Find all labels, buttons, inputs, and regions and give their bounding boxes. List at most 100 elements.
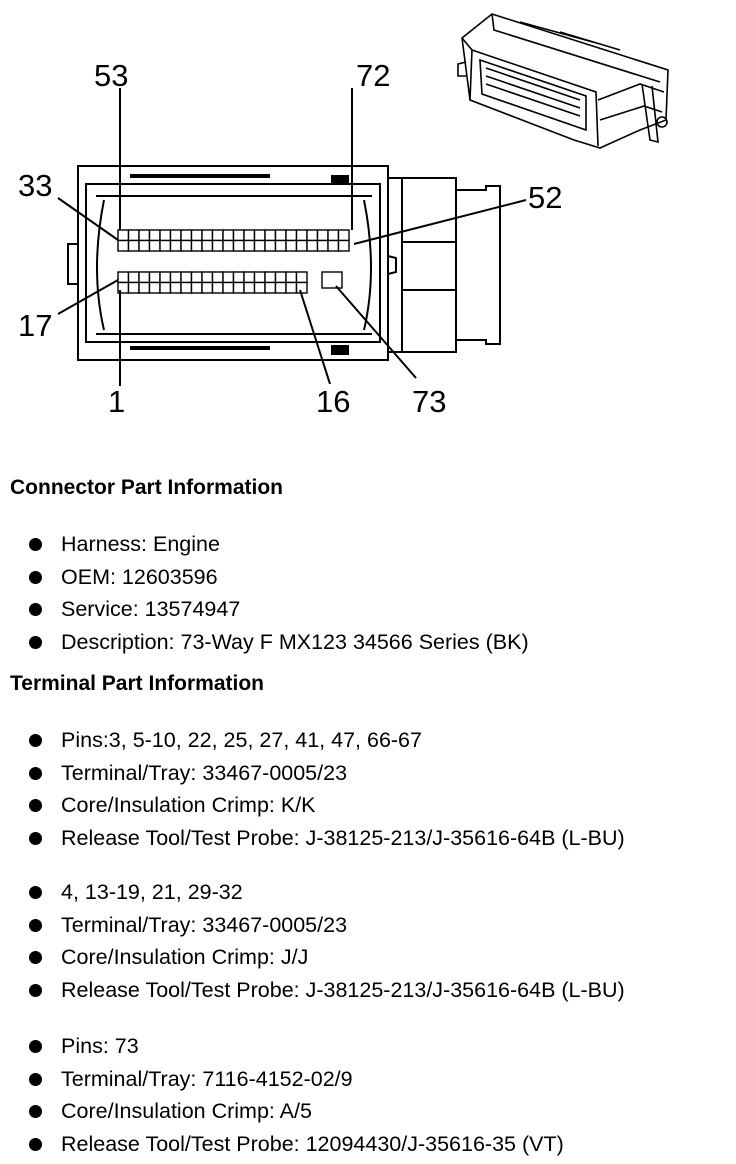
pin-label-73: 73: [412, 384, 446, 419]
bullet-icon: [29, 951, 42, 965]
bullet-icon: [29, 984, 42, 998]
list-item: Pins:3, 5-10, 22, 25, 27, 41, 47, 66-67: [0, 724, 625, 757]
pin-label-17: 17: [18, 308, 52, 343]
pin-cavity: [117, 229, 130, 242]
pin-cavity: [316, 229, 329, 242]
list-item: Harness: Engine: [0, 528, 529, 561]
pin-cavity: [285, 271, 298, 284]
pin-cavity: [243, 281, 256, 294]
bullet-icon: [29, 636, 42, 650]
pin-cavity: [201, 281, 214, 294]
pin-cavity: [285, 281, 298, 294]
list-item: Release Tool/Test Probe: J-38125-213/J-3…: [0, 974, 625, 1007]
pin-cavity: [316, 239, 329, 252]
pin-label-53: 53: [94, 58, 128, 93]
pin-cavity: [190, 229, 203, 242]
list-item: 4, 13-19, 21, 29-32: [0, 876, 625, 909]
list-item: Description: 73-Way F MX123 34566 Series…: [0, 626, 529, 659]
pin-cavity: [232, 229, 245, 242]
pin-cavity: [285, 239, 298, 252]
pin-cavity: [327, 239, 340, 252]
connector-3d-illustration: [457, 13, 669, 149]
pin-label-72: 72: [356, 58, 390, 93]
pin-cavity: [169, 239, 182, 252]
pin-cavity: [253, 271, 266, 284]
pin-cavity: [201, 239, 214, 252]
pin-cavity: [180, 271, 193, 284]
pin-cavity: [159, 239, 172, 252]
pin-cavity: [253, 229, 266, 242]
bullet-icon: [29, 734, 42, 747]
pin-cavity: [264, 271, 277, 284]
pin-cavity: [232, 239, 245, 252]
leader-lines: [57, 88, 527, 386]
pin-cavity: [274, 271, 287, 284]
list-item: Core/Insulation Crimp: K/K: [0, 789, 625, 822]
pin-cavity: [243, 229, 256, 242]
pin-cavity: [159, 281, 172, 294]
list-item: Pins: 73: [0, 1030, 564, 1063]
pin-cavity: [127, 229, 140, 242]
pin-cavity: [190, 281, 203, 294]
pin-cavity: [295, 229, 308, 242]
pin-cavity: [138, 229, 151, 242]
connector-info-list: Harness: Engine OEM: 12603596 Service: 1…: [0, 528, 529, 659]
pin-cavity: [211, 281, 224, 294]
pin-cavity: [274, 229, 287, 242]
pin-cavity: [222, 271, 235, 284]
pin-cavity: [222, 281, 235, 294]
bullet-icon: [29, 799, 42, 813]
pin-cavity: [253, 239, 266, 252]
connector-diagram: 53 72 33 52 17 1 16 73: [18, 13, 669, 419]
bullet-icon: [29, 570, 42, 584]
pin-cavity: [148, 281, 161, 294]
pin-cavity: [159, 271, 172, 284]
pin-cavity: [117, 239, 130, 252]
bullet-icon: [29, 538, 42, 551]
pin-cavity: [159, 229, 172, 242]
terminal-info-title: Terminal Part Information: [10, 672, 264, 695]
pin-cavity-grid: [117, 229, 350, 294]
pin-cavity: [274, 239, 287, 252]
pin-cavity: [138, 271, 151, 284]
pin-cavity: [295, 239, 308, 252]
pin-cavity: [148, 229, 161, 242]
pin-cavity: [337, 229, 350, 242]
terminal-group-2: 4, 13-19, 21, 29-32 Terminal/Tray: 33467…: [0, 876, 625, 1007]
pin-cavity: [169, 271, 182, 284]
list-item: Terminal/Tray: 33467-0005/23: [0, 757, 625, 790]
pin-cavity: [285, 229, 298, 242]
bullet-icon: [29, 766, 42, 780]
pin-cavity: [148, 271, 161, 284]
pin-cavity: [180, 239, 193, 252]
list-item: Core/Insulation Crimp: J/J: [0, 941, 625, 974]
pin-cavity: [201, 271, 214, 284]
list-item: Service: 13574947: [0, 593, 529, 626]
bullet-icon: [29, 1040, 42, 1053]
pin-cavity: [180, 229, 193, 242]
pin-cavity: [169, 281, 182, 294]
list-item: Release Tool/Test Probe: J-38125-213/J-3…: [0, 822, 625, 855]
bullet-icon: [29, 603, 42, 617]
pin-cavity: [127, 271, 140, 284]
pin-cavity: [264, 239, 277, 252]
list-item: OEM: 12603596: [0, 561, 529, 594]
pin-cavity: [148, 239, 161, 252]
pin-cavity: [306, 229, 319, 242]
pin-cavity: [222, 239, 235, 252]
pin-cavity: [190, 271, 203, 284]
pin-cavity: [138, 281, 151, 294]
pin-label-33: 33: [18, 168, 52, 203]
bullet-icon: [29, 886, 42, 899]
terminal-group-3: Pins: 73 Terminal/Tray: 7116-4152-02/9 C…: [0, 1030, 564, 1161]
pin-cavity: [211, 271, 224, 284]
bullet-icon: [29, 1105, 42, 1119]
pin-cavity: [211, 239, 224, 252]
pin-cavity: [274, 281, 287, 294]
pin-label-1: 1: [108, 384, 125, 419]
pin-cavity: [327, 229, 340, 242]
pin-cavity: [117, 271, 130, 284]
bullet-icon: [29, 832, 42, 846]
list-item: Release Tool/Test Probe: 12094430/J-3561…: [0, 1128, 564, 1161]
pin-cavity-73: [321, 271, 343, 289]
